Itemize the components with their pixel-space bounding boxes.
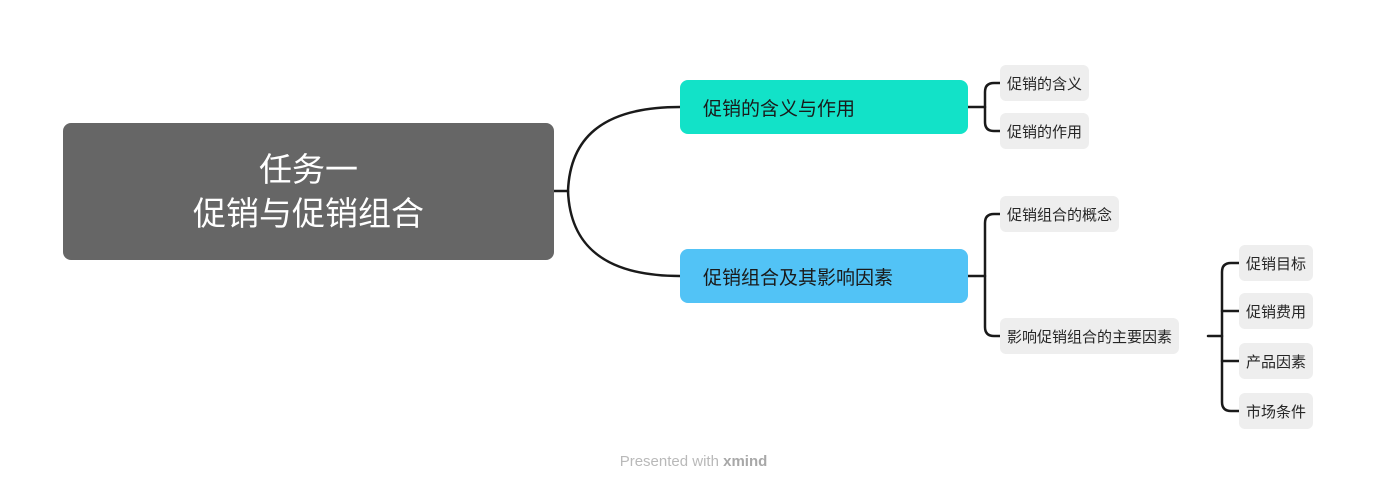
connector-branch1-child1 — [983, 81, 1002, 133]
xmind-logo-text: xmind — [723, 453, 768, 470]
subtopic-label: 促销的含义 — [1007, 74, 1083, 93]
subtopic-label: 促销目标 — [1246, 254, 1307, 273]
subtopic-promotion-goal[interactable]: 促销目标 — [1239, 245, 1314, 281]
subtopic-role[interactable]: 促销的作用 — [1000, 113, 1090, 149]
main-topic-promotion-mix[interactable]: 促销组合及其影响因素 — [680, 249, 968, 303]
subtopic-label: 产品因素 — [1246, 352, 1307, 371]
subtopic-promotion-budget[interactable]: 促销费用 — [1239, 293, 1314, 329]
connector-root-branch2 — [566, 189, 682, 278]
subtopic-market-conditions[interactable]: 市场条件 — [1239, 393, 1314, 429]
central-topic-line1: 任务一 — [259, 149, 358, 189]
central-topic-line2: 促销与促销组合 — [193, 193, 424, 233]
subtopic-mix-concept[interactable]: 促销组合的概念 — [1000, 196, 1120, 232]
subtopic-label: 影响促销组合的主要因素 — [1007, 327, 1173, 346]
connector-branch2-children — [983, 212, 1002, 338]
subtopic-label: 促销组合的概念 — [1007, 205, 1113, 224]
subtopic-meaning[interactable]: 促销的含义 — [1000, 65, 1090, 101]
subtopic-product-factor[interactable]: 产品因素 — [1239, 343, 1314, 379]
footer-prefix: Presented with — [619, 453, 719, 470]
connector-root-branch1 — [552, 105, 682, 193]
central-topic[interactable]: 任务一 促销与促销组合 — [63, 123, 554, 260]
main-topic-label: 促销的含义与作用 — [703, 97, 856, 120]
main-topic-label: 促销组合及其影响因素 — [703, 266, 894, 289]
subtopic-label: 促销费用 — [1246, 302, 1307, 321]
subtopic-label: 市场条件 — [1246, 402, 1307, 421]
subtopic-main-factors[interactable]: 影响促销组合的主要因素 — [1000, 318, 1180, 354]
subtopic-label: 促销的作用 — [1007, 122, 1083, 141]
presented-with-footer: Presented with xmind — [0, 453, 1387, 470]
main-topic-meaning-and-role[interactable]: 促销的含义与作用 — [680, 80, 968, 134]
connector-factors-children — [1220, 261, 1241, 413]
